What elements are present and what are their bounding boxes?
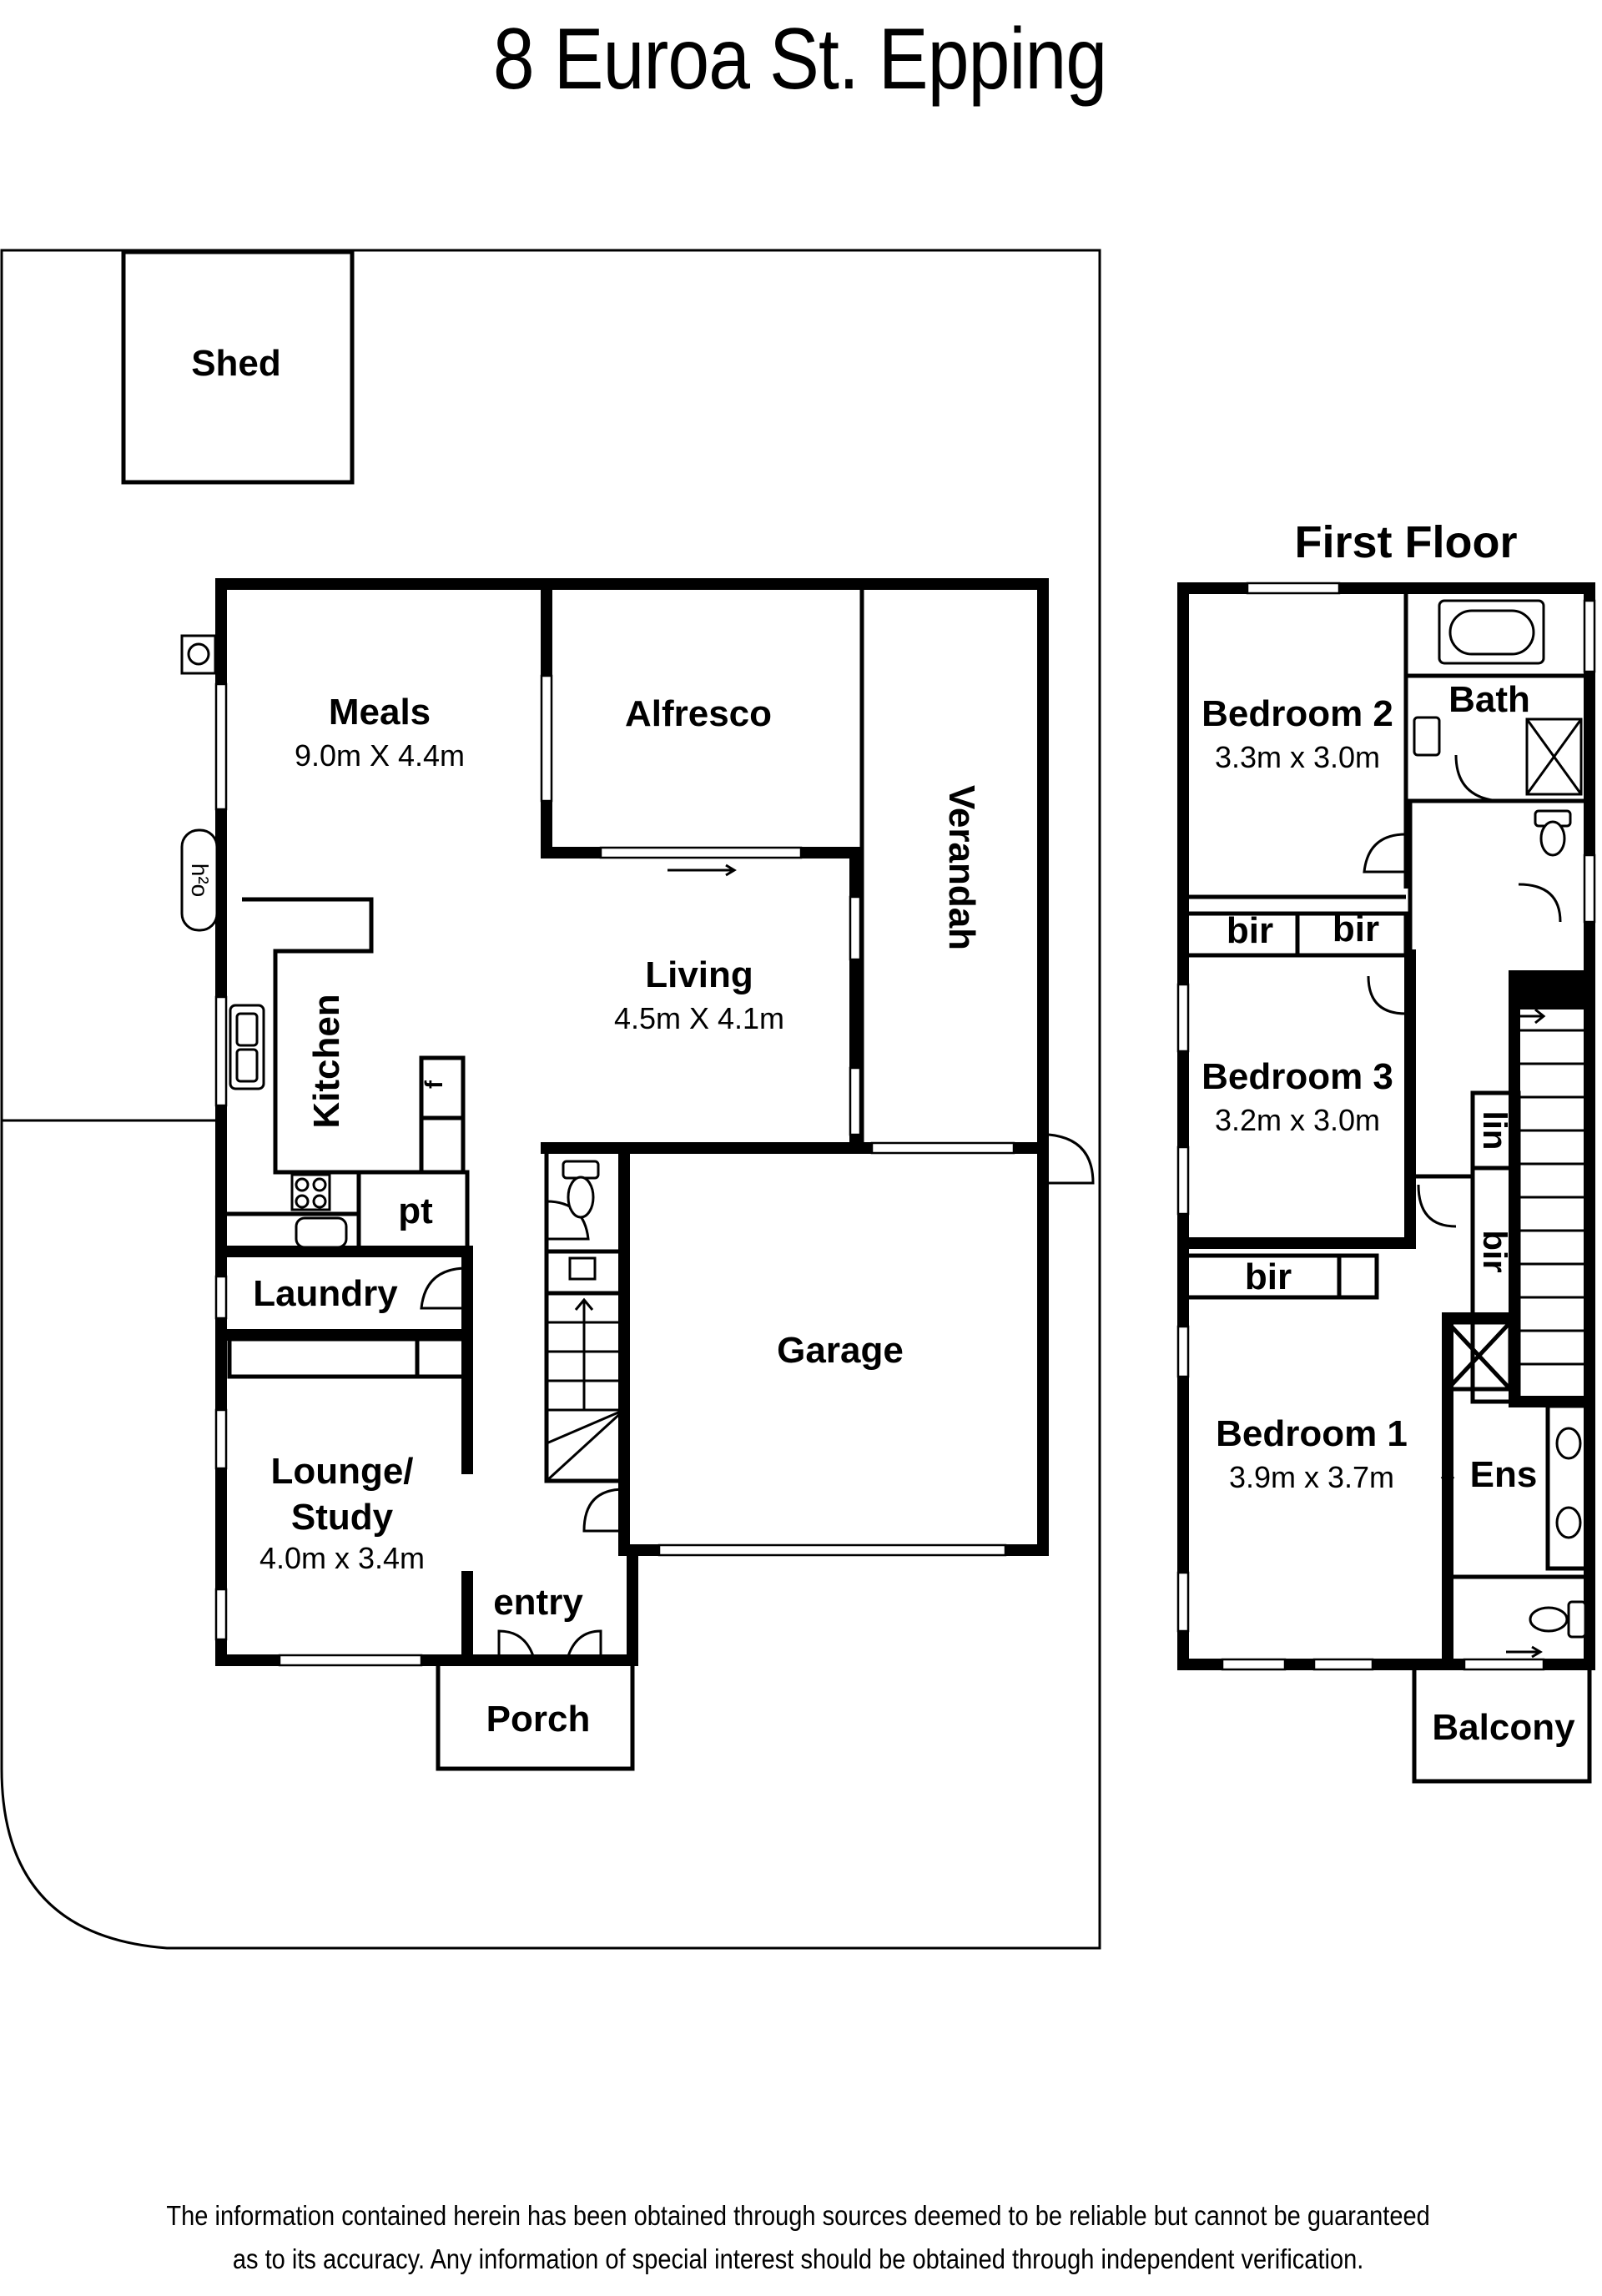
bath-window	[1583, 599, 1596, 673]
living-size: 4.5m X 4.1m	[614, 1001, 784, 1035]
bedroom1-door	[1417, 1184, 1457, 1228]
meals-size: 9.0m X 4.4m	[295, 738, 465, 773]
bath-door	[1454, 754, 1499, 803]
bedroom1-window-bottom-1	[1221, 1658, 1287, 1671]
first-stairs	[1514, 1008, 1589, 1366]
living-sliding-door	[599, 846, 803, 859]
ensuite-shower	[1445, 1320, 1513, 1392]
balcony-walls	[1412, 1664, 1592, 1784]
kitchen-island	[419, 1055, 466, 1175]
stair-void	[1509, 970, 1595, 1407]
ensuite-door	[1440, 1473, 1455, 1489]
water-tank	[180, 828, 219, 932]
bir4-label: bir	[1476, 1230, 1513, 1272]
balcony-arrow	[1506, 1645, 1543, 1659]
stair-black-block	[1514, 974, 1589, 1010]
bedroom1-window-2	[1176, 1571, 1190, 1633]
bedroom3-window-2	[1176, 1145, 1190, 1216]
bedroom3-window-1	[1176, 983, 1190, 1053]
ground-stairs	[544, 1291, 627, 1483]
bir2-label: bir	[1332, 909, 1379, 949]
garage-window	[870, 1141, 1015, 1155]
bedroom1-window-1	[1176, 1325, 1190, 1378]
sliding-arrow	[668, 864, 737, 877]
laundry-cupboard	[227, 1337, 470, 1379]
water-tank-label: h²o	[187, 864, 213, 897]
bir-walls	[1183, 911, 1408, 958]
porch-label: Porch	[486, 1699, 591, 1740]
property-boundary	[0, 249, 1101, 1950]
laundry-label: Laundry	[253, 1273, 398, 1314]
lounge-label-1: Lounge/	[270, 1451, 413, 1492]
bedroom2-size: 3.3m x 3.0m	[1215, 740, 1380, 774]
ensuite-wc	[1567, 1600, 1587, 1639]
disclaimer-line-2: as to its accuracy. Any information of s…	[232, 2243, 1364, 2274]
garage-label: Garage	[777, 1330, 904, 1371]
bath-vanity	[1413, 716, 1441, 757]
verandah-window-2	[849, 1066, 862, 1136]
bath-label: Bath	[1448, 679, 1530, 720]
balcony-label: Balcony	[1432, 1707, 1575, 1748]
laundry-door	[420, 1266, 468, 1310]
ensuite-label: Ens	[1470, 1454, 1538, 1495]
bir3-label: bir	[1245, 1256, 1292, 1297]
ground-wc	[562, 1160, 600, 1180]
kitchen-label: Kitchen	[306, 994, 347, 1128]
ensuite-vanity	[1545, 1403, 1592, 1571]
entry-doors	[497, 1629, 602, 1659]
page-title: 8 Euroa St. Epping	[492, 11, 1107, 108]
wc-first-door	[1518, 883, 1562, 923]
first-floor-heading: First Floor	[1295, 517, 1518, 567]
bedroom1-size: 3.9m x 3.7m	[1229, 1460, 1394, 1494]
bedroom1-label: Bedroom 1	[1216, 1413, 1408, 1454]
laundry-trough	[295, 1216, 348, 1249]
garage-door	[657, 1543, 1007, 1557]
bedroom2-window	[1246, 582, 1341, 595]
bir3-walls	[1183, 1253, 1379, 1300]
bedroom3-size: 3.2m x 3.0m	[1215, 1103, 1380, 1137]
alfresco-label: Alfresco	[625, 693, 772, 734]
living-label: Living	[645, 954, 753, 995]
verandah-label: Verandah	[941, 785, 982, 950]
bedroom3-door	[1367, 975, 1407, 1015]
bedroom1-window-bottom-2	[1312, 1658, 1374, 1671]
hall-walls	[1408, 801, 1521, 1404]
laundry-window	[214, 1275, 228, 1320]
alfresco-walls	[541, 578, 861, 1154]
balcony-door	[1463, 1658, 1545, 1671]
bedroom2-label: Bedroom 2	[1202, 693, 1393, 734]
wc-window	[1583, 853, 1596, 924]
kitchen-window	[214, 995, 228, 1107]
lounge-window-2	[214, 1588, 228, 1641]
meals-label: Meals	[329, 692, 431, 733]
entry-label: entry	[493, 1582, 583, 1623]
lounge-window-1	[214, 1408, 228, 1470]
porch-walls	[436, 1660, 635, 1771]
pantry-label: pt	[398, 1191, 433, 1231]
meals-window	[214, 682, 228, 811]
alfresco-window-left	[540, 674, 553, 803]
lounge-label-2: Study	[291, 1497, 394, 1538]
lounge-size: 4.0m x 3.4m	[259, 1541, 425, 1575]
bedroom3-label: Bedroom 3	[1202, 1056, 1393, 1097]
bedroom3-walls	[1177, 949, 1416, 1249]
linen-label: lin	[1476, 1111, 1513, 1151]
shed-label: Shed	[191, 343, 281, 384]
entry-door-garage	[582, 1488, 625, 1533]
powder-basin	[568, 1256, 597, 1281]
disclaimer-line-1: The information contained herein has bee…	[166, 2200, 1430, 2231]
disclaimer: The information contained herein has bee…	[144, 2194, 1451, 2281]
bedroom2-door	[1363, 833, 1407, 874]
garage-side-door	[1048, 1133, 1095, 1185]
shed-outline	[121, 249, 355, 485]
verandah-window-1	[849, 895, 862, 961]
fridge-label: f	[421, 1080, 448, 1089]
bir1-label: bir	[1227, 910, 1273, 951]
lounge-window-bottom	[278, 1654, 423, 1667]
